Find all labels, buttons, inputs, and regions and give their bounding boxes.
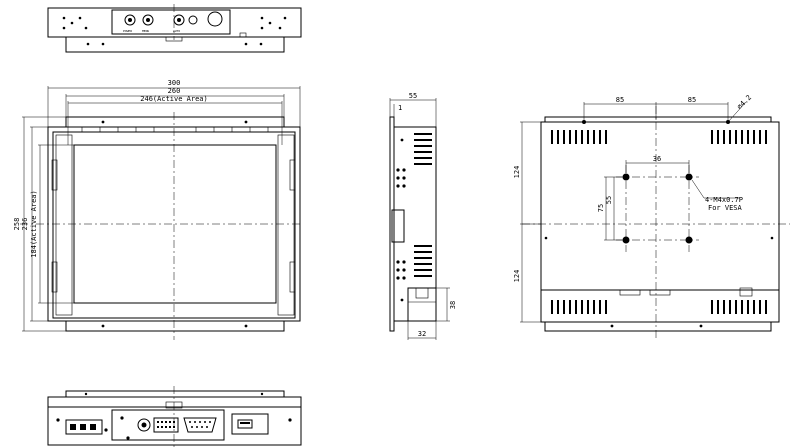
dim-258: 258 <box>13 218 21 231</box>
vent-slots-bottom <box>551 300 767 314</box>
dim-124-bottom: 124 <box>513 270 521 283</box>
dim-active-width: 246(Active Area) <box>140 95 207 103</box>
button-icon <box>188 15 198 25</box>
dim-260: 260 <box>168 87 181 95</box>
io-panel <box>111 409 225 441</box>
side-view: 55 1 38 32 <box>389 92 457 340</box>
side-bracket <box>391 209 405 243</box>
knob-icon <box>124 14 136 26</box>
dim-124-top: 124 <box>513 166 521 179</box>
vesa-holes <box>616 165 699 252</box>
label-auto: AUTO <box>173 29 180 33</box>
top-view: POWER MENU AUTO <box>47 4 302 53</box>
dim-36: 36 <box>653 155 661 163</box>
vesa-note-2: For VESA <box>708 204 743 212</box>
bottom-view <box>47 386 302 447</box>
terminal-block <box>65 419 103 435</box>
dim-75: 75 <box>597 204 605 212</box>
usb-panel <box>231 413 269 435</box>
label-power: POWER <box>123 29 132 33</box>
vesa-note-1: 4-M4x0.7P <box>705 196 743 204</box>
dim-236: 236 <box>21 218 29 231</box>
dim-hole-dia: ⌀4.2 <box>736 93 754 111</box>
dim-1: 1 <box>398 104 402 112</box>
screen-active-area <box>73 144 277 304</box>
vga-port-icon <box>183 417 217 433</box>
dim-85-left: 85 <box>616 96 624 104</box>
front-view: 300 260 246(Active Area) 258 236 184(Act… <box>13 79 301 340</box>
dim-32: 32 <box>418 330 426 338</box>
dim-55-depth: 55 <box>409 92 417 100</box>
dc-jack-icon <box>137 418 151 432</box>
vent-slots-top <box>551 130 767 144</box>
label-menu: MENU <box>142 29 149 33</box>
dvi-port-icon <box>153 417 179 433</box>
power-icon <box>207 11 223 27</box>
dim-active-height: 184(Active Area) <box>30 190 38 257</box>
knob-icon <box>142 14 154 26</box>
control-panel <box>111 9 231 35</box>
dim-55-hole: 55 <box>605 196 613 204</box>
dim-85-right: 85 <box>688 96 696 104</box>
rear-view: 85 85 ⌀4.2 36 75 55 4-M4x0.7P For VESA 1… <box>513 93 790 340</box>
usb-port-icon <box>237 419 253 429</box>
dim-38: 38 <box>449 301 457 309</box>
dim-300: 300 <box>168 79 181 87</box>
